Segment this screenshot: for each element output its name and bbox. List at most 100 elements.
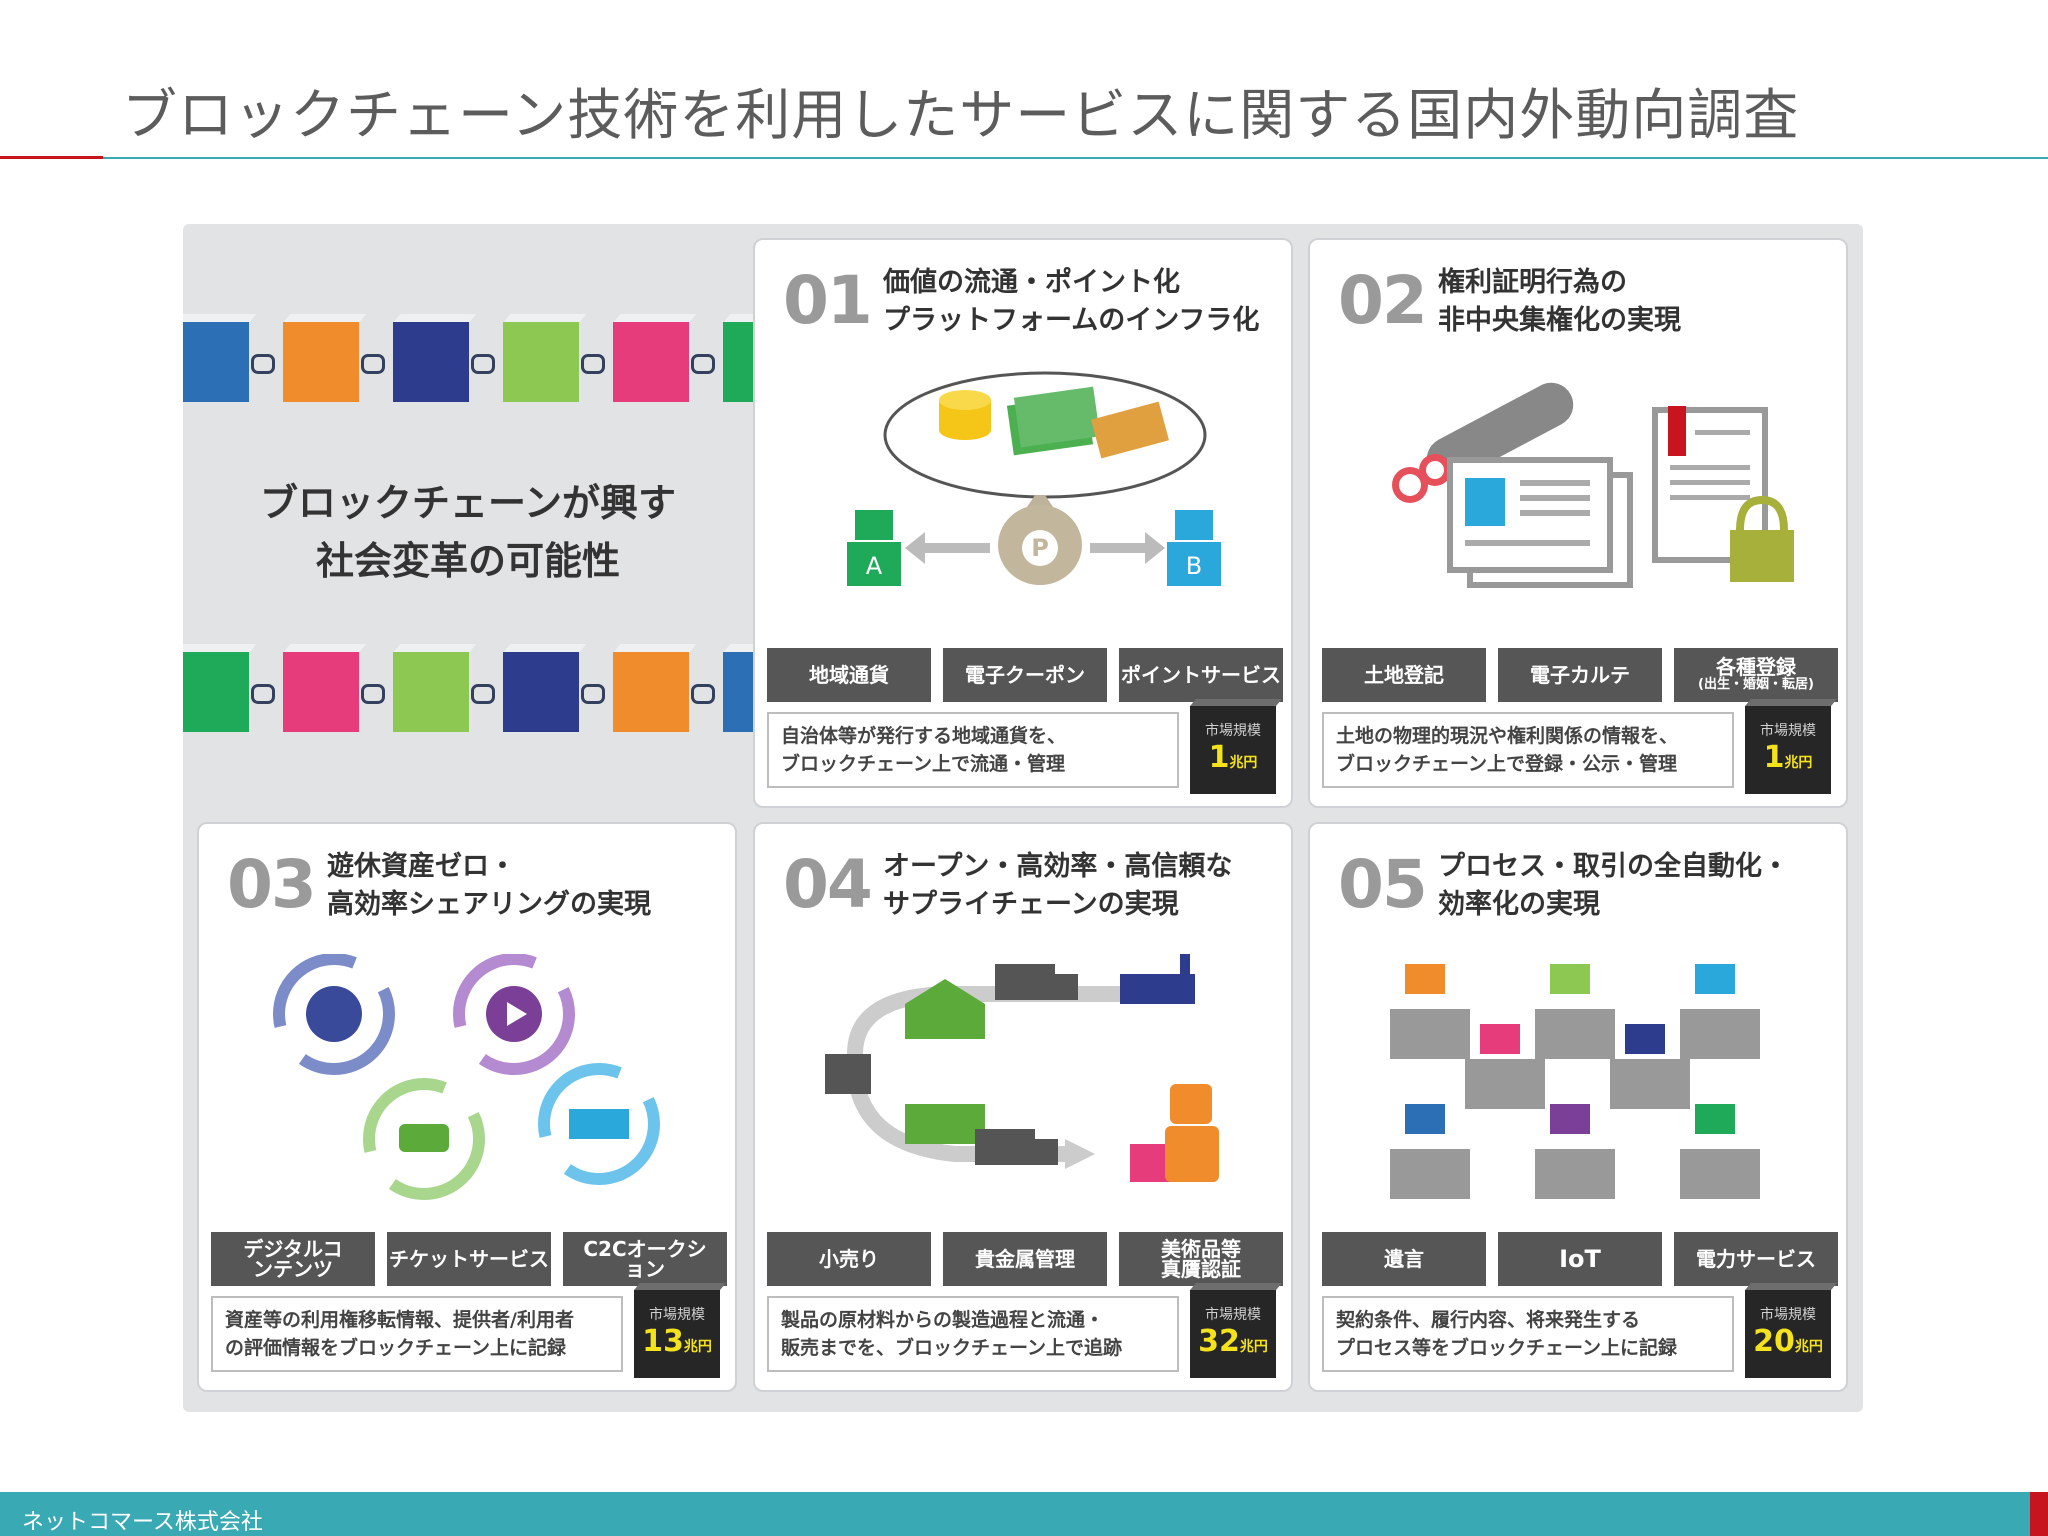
card-05: 05 プロセス・取引の全自動化・ 効率化の実現 遺言 IoT 電力サービス 契約…	[1308, 822, 1848, 1392]
money-exchange-icon: P A B	[847, 371, 1221, 586]
card-title: プロセス・取引の全自動化・ 効率化の実現	[1438, 848, 1789, 924]
document-seal-icon	[1392, 382, 1794, 588]
card-title: 遊休資産ゼロ・ 高効率シェアリングの実現	[327, 848, 651, 924]
title-rule-red	[0, 156, 103, 159]
card-title-line-1: プロセス・取引の全自動化・	[1438, 851, 1789, 882]
supply-chain-icon	[825, 954, 1219, 1182]
card-number: 02	[1338, 262, 1428, 339]
description-line: ブロックチェーン上で流通・管理	[781, 753, 1066, 775]
sharing-cycle-icon	[273, 954, 660, 1200]
market-size-badge: 市場規模 1兆円	[1745, 706, 1831, 794]
coin-mark: P	[1031, 534, 1049, 562]
tag: 土地登記	[1322, 648, 1486, 702]
card-title-line-2: 効率化の実現	[1438, 889, 1600, 920]
tag-row: 地域通貨 電子クーポン ポイントサービス	[767, 648, 1283, 702]
card-description: 製品の原材料からの製造過程と流通・ 販売までを、ブロックチェーン上で追跡	[767, 1296, 1179, 1372]
tag: 電力サービス	[1674, 1232, 1838, 1286]
description-line: 自治体等が発行する地域通貨を、	[781, 725, 1067, 747]
description-line: プロセス等をブロックチェーン上に記録	[1336, 1337, 1678, 1359]
tag: 各種登録 (出生・婚姻・転居)	[1674, 648, 1838, 702]
card-04: 04 オープン・高効率・高信頼な サプライチェーンの実現 小売り 貴金属管理 美…	[753, 822, 1293, 1392]
market-size-label: 市場規模	[1205, 1307, 1261, 1323]
footer-company-name: ネットコマース株式会社	[22, 1510, 263, 1535]
card-title-line-1: 価値の流通・ポイント化	[883, 267, 1180, 298]
tag: 地域通貨	[767, 648, 931, 702]
card-title-line-1: 遊休資産ゼロ・	[327, 851, 516, 882]
robot-b-label: B	[1186, 552, 1202, 580]
tag: 電子クーポン	[943, 648, 1107, 702]
description-line: 資産等の利用権移転情報、提供者/利用者	[225, 1309, 574, 1331]
market-size-label: 市場規模	[1205, 723, 1261, 739]
tag: 遺言	[1322, 1232, 1486, 1286]
market-size-value: 32	[1198, 1324, 1240, 1359]
description-line: 製品の原材料からの製造過程と流通・	[781, 1309, 1105, 1331]
tag: 貴金属管理	[943, 1232, 1107, 1286]
market-size-unit: 兆円	[1794, 1339, 1823, 1355]
tag: デジタルコンテンツ	[211, 1232, 375, 1286]
tag: IoT	[1498, 1232, 1662, 1286]
card-number: 01	[783, 262, 873, 339]
market-size-badge: 市場規模 13兆円	[634, 1290, 720, 1378]
card-01: 01 価値の流通・ポイント化 プラットフォームのインフラ化 P A B 地域通貨…	[753, 238, 1293, 808]
tag: チケットサービス	[387, 1232, 551, 1286]
tag: 美術品等真贋認証	[1119, 1232, 1283, 1286]
tag-main: 各種登録	[1716, 655, 1796, 679]
tag: C2Cオークション	[563, 1232, 727, 1286]
market-size-value: 1	[1763, 740, 1785, 775]
market-size-value: 20	[1753, 1324, 1795, 1359]
market-size-badge: 市場規模 32兆円	[1190, 1290, 1276, 1378]
card-title-line-2: サプライチェーンの実現	[883, 889, 1179, 920]
tag: ポイントサービス	[1119, 648, 1283, 702]
tag-row: 土地登記 電子カルテ 各種登録 (出生・婚姻・転居)	[1322, 648, 1838, 702]
tag-row: 小売り 貴金属管理 美術品等真贋認証	[767, 1232, 1283, 1286]
card-title: オープン・高効率・高信頼な サプライチェーンの実現	[883, 848, 1232, 924]
card-number: 05	[1338, 846, 1428, 923]
footer-bar	[0, 1492, 2048, 1536]
hero-line-2: 社会変革の可能性	[315, 539, 620, 583]
tag-row: デジタルコンテンツ チケットサービス C2Cオークション	[211, 1232, 727, 1286]
market-size-label: 市場規模	[1760, 1307, 1816, 1323]
market-size-unit: 兆円	[1229, 755, 1258, 771]
market-size-label: 市場規模	[649, 1307, 705, 1323]
tag-row: 遺言 IoT 電力サービス	[1322, 1232, 1838, 1286]
market-size-unit: 兆円	[683, 1339, 712, 1355]
market-size-value: 13	[642, 1324, 684, 1359]
market-size-badge: 市場規模 20兆円	[1745, 1290, 1831, 1378]
description-line: ブロックチェーン上で登録・公示・管理	[1336, 753, 1678, 775]
market-size-unit: 兆円	[1239, 1339, 1268, 1355]
card-description: 契約条件、履行内容、将来発生する プロセス等をブロックチェーン上に記録	[1322, 1296, 1734, 1372]
description-line: 土地の物理的現況や権利関係の情報を、	[1336, 725, 1679, 747]
card-title: 権利証明行為の 非中央集権化の実現	[1438, 264, 1681, 340]
hero-line-1: ブロックチェーンが興す	[259, 481, 677, 525]
description-line: 販売までを、ブロックチェーン上で追跡	[781, 1337, 1123, 1359]
market-size-badge: 市場規模 1兆円	[1190, 706, 1276, 794]
blockchain-bottom-icon	[183, 644, 753, 744]
market-size-label: 市場規模	[1760, 723, 1816, 739]
market-size-value: 1	[1208, 740, 1230, 775]
blockchain-top-icon	[183, 314, 753, 414]
tag-sub: (出生・婚姻・転居)	[1698, 677, 1814, 692]
card-number: 03	[227, 846, 317, 923]
slide-title: ブロックチェーン技術を利用したサービスに関する国内外動向調査	[122, 83, 1800, 147]
card-title-line-1: オープン・高効率・高信頼な	[883, 851, 1233, 882]
description-line: の評価情報をブロックチェーン上に記録	[225, 1337, 567, 1359]
title-rule-teal	[103, 157, 2048, 159]
robots-network-icon	[1390, 964, 1760, 1199]
card-title: 価値の流通・ポイント化 プラットフォームのインフラ化	[883, 264, 1259, 340]
card-title-line-2: 高効率シェアリングの実現	[327, 889, 651, 920]
tag: 電子カルテ	[1498, 648, 1662, 702]
card-03: 03 遊休資産ゼロ・ 高効率シェアリングの実現 デジタルコンテンツ チケットサー…	[197, 822, 737, 1392]
infographic-panel: ブロックチェーンが興す 社会変革の可能性 01 価値の流通・ポイント化 プラット…	[183, 224, 1863, 1412]
card-title-line-2: プラットフォームのインフラ化	[883, 305, 1260, 336]
card-title-line-2: 非中央集権化の実現	[1438, 305, 1681, 336]
tag: 小売り	[767, 1232, 931, 1286]
footer-accent	[2030, 1492, 2048, 1536]
card-number: 04	[783, 846, 873, 923]
description-line: 契約条件、履行内容、将来発生する	[1336, 1309, 1641, 1331]
market-size-unit: 兆円	[1784, 755, 1813, 771]
card-description: 資産等の利用権移転情報、提供者/利用者 の評価情報をブロックチェーン上に記録	[211, 1296, 623, 1372]
card-description: 自治体等が発行する地域通貨を、 ブロックチェーン上で流通・管理	[767, 712, 1179, 788]
hero-text: ブロックチェーンが興す 社会変革の可能性	[183, 474, 753, 590]
card-02: 02 権利証明行為の 非中央集権化の実現 土地登記 電子カルテ 各種登録 (出生…	[1308, 238, 1848, 808]
robot-a-label: A	[866, 552, 883, 580]
